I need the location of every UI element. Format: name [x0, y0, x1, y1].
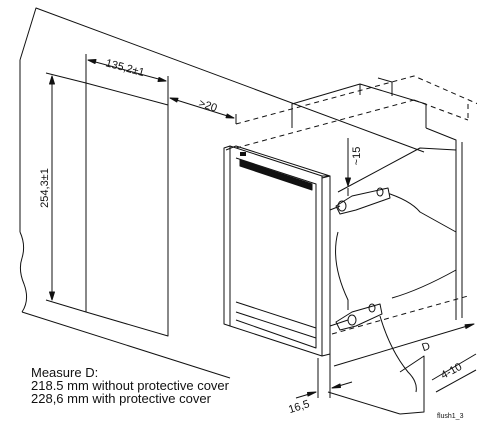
front-bottom-bar-2: [235, 311, 317, 339]
panel-bottom-edge: [21, 311, 231, 379]
panel-bottom-edge-right: [327, 391, 401, 415]
housing-top-right-edge: [337, 147, 457, 193]
front-top-bar: [239, 159, 313, 191]
arrowhead: [87, 59, 97, 64]
cutout-width-dim-line: [87, 59, 167, 82]
front-bottom-bar: [235, 301, 317, 329]
cutout-outline: [85, 82, 169, 337]
front-top-lip: [225, 145, 331, 179]
housing-upper-curve: [383, 191, 457, 233]
panel-break-line: [19, 231, 28, 313]
arrowhead: [464, 323, 475, 329]
housing-lower-curve: [391, 269, 457, 299]
arrowhead: [307, 391, 317, 397]
arrowhead: [169, 97, 179, 103]
spacing-label: >20: [197, 97, 218, 114]
clearance-label: ~15: [351, 147, 363, 166]
clamp-top-screw: [337, 200, 347, 212]
housing-cutaway-curve: [335, 231, 349, 310]
front-bezel-side: [223, 145, 231, 327]
arrowhead: [331, 383, 341, 389]
front-depth-dimension: 16,5: [287, 358, 353, 416]
depth-label: D: [420, 340, 431, 354]
spacing-dimension: >20: [167, 90, 237, 124]
mounting-clamp-top: [329, 187, 391, 215]
front-inner-frame: [235, 157, 317, 349]
housing-hidden-top-right: [413, 99, 469, 121]
housing-hidden-top: [235, 75, 477, 125]
thickness-ext-top: [431, 353, 477, 381]
cutout-height-ext-top: [45, 72, 87, 84]
arrowhead: [49, 75, 55, 85]
connection-cable: [379, 315, 417, 393]
top-clearance-dimension: ~15: [345, 138, 363, 196]
thickness-ext-bottom: [435, 369, 477, 393]
arrowhead: [345, 177, 351, 187]
measure-d-line-2: 228,6 mm with protective cover: [31, 391, 211, 406]
housing-hidden-top-inner: [235, 99, 415, 149]
cutout-width-dimension: 135,2±1: [85, 54, 169, 105]
measure-d-note: Measure D: 218.5 mm without protective c…: [31, 366, 229, 405]
cutout-height-label: 254,3±1: [39, 168, 51, 208]
mounting-clamp-bottom: [329, 303, 383, 331]
clamp-top-body: [335, 187, 391, 215]
front-right-lip: [321, 175, 331, 357]
device-front: [223, 145, 331, 357]
clamp-top-rod: [329, 205, 341, 211]
measure-d-heading: Measure D:: [31, 365, 99, 380]
depth-dim-line: [333, 323, 475, 367]
front-depth-label: 16,5: [287, 398, 311, 416]
figure-tag: flush1_3: [437, 413, 464, 420]
panel-edge-plate: [399, 355, 425, 415]
cutout-height-ext-bottom: [45, 299, 87, 313]
panel-cutout: [85, 82, 169, 337]
housing-right-side: [425, 127, 457, 320]
panel-thickness-piece: [399, 353, 477, 415]
arrowhead: [157, 77, 167, 82]
panel-top-edge: [19, 7, 425, 153]
cutout-width-label: 135,2±1: [104, 57, 145, 79]
clamp-bottom-body: [335, 303, 383, 331]
front-latch: [240, 152, 246, 156]
arrowhead: [225, 113, 235, 119]
cutout-height-dimension: 254,3±1: [39, 72, 87, 313]
spacing-dim-line: [169, 97, 235, 119]
mounting-panel: [19, 7, 425, 415]
housing-hidden-bottom: [331, 295, 469, 335]
arrowhead: [49, 291, 55, 301]
clamp-top-nut: [376, 187, 384, 197]
clamp-bottom-nut: [368, 303, 376, 313]
housing-top-step: [377, 77, 393, 96]
clamp-bottom-rod: [329, 319, 349, 327]
device-housing: [235, 75, 477, 335]
measure-d-line-1: 218.5 mm without protective cover: [31, 378, 229, 393]
